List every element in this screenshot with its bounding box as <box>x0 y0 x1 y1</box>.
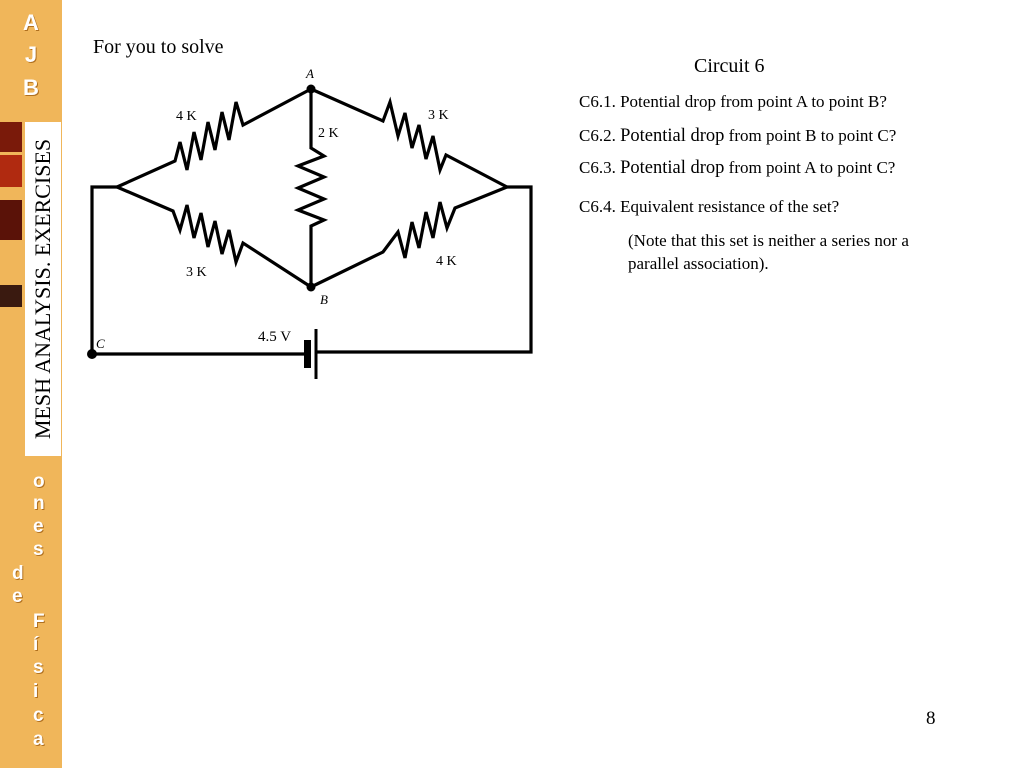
sidebar-letter: n <box>33 493 45 514</box>
question-text: from point B to point C? <box>724 126 897 145</box>
node-c-label: C <box>96 336 105 351</box>
resistor-top-right <box>310 87 508 189</box>
question-note: (Note that this set is neither a series … <box>628 231 909 273</box>
question-lead: Potential drop <box>620 126 725 146</box>
sidebar-letter: e <box>12 586 23 607</box>
source-voltage-label: 4.5 V <box>258 329 291 345</box>
question-4: C6.4. Equivalent resistance of the set? <box>579 197 839 217</box>
question-text: Equivalent resistance of the set? <box>620 197 840 216</box>
question-number: C6.1. <box>579 92 616 111</box>
resistor-bottom-left <box>116 185 312 289</box>
resistor-bottom-left-label: 3 K <box>186 265 207 280</box>
resistor-top-left <box>116 87 312 189</box>
question-2: C6.2. Potential drop from point B to poi… <box>579 126 896 147</box>
question-1: C6.1. Potential drop from point A to poi… <box>579 92 887 112</box>
question-number: C6.2. <box>579 126 616 145</box>
sidebar-letter: i <box>33 681 39 702</box>
node-a-dot <box>306 84 316 94</box>
sidebar: A J B MESH ANALYSIS. EXERCISES o n e s d… <box>0 0 62 768</box>
wire-right <box>316 185 533 354</box>
resistor-bottom-right <box>310 185 508 289</box>
sidebar-photo-1 <box>0 122 22 152</box>
circuit-title: Circuit 6 <box>694 55 765 77</box>
node-b-label: B <box>320 292 328 307</box>
brand-letter-j: J <box>24 42 38 67</box>
question-lead: Potential drop <box>620 158 725 178</box>
resistor-top-right-label: 3 K <box>428 108 449 123</box>
sidebar-letter: F <box>33 611 45 632</box>
resistor-bottom-right-label: 4 K <box>436 254 457 269</box>
battery-positive-plate <box>314 329 318 379</box>
battery-negative-plate <box>304 340 311 368</box>
question-text: from point A to point C? <box>724 158 896 177</box>
sidebar-letter: d <box>12 563 24 584</box>
sidebar-photo-4 <box>0 285 22 307</box>
sidebar-letter: s <box>33 657 44 678</box>
resistor-top-left-label: 4 K <box>176 109 197 124</box>
sidebar-letter: s <box>33 539 44 560</box>
question-number: C6.3. <box>579 158 616 177</box>
resistor-middle-label: 2 K <box>318 126 339 141</box>
question-3: C6.3. Potential drop from point A to poi… <box>579 158 895 179</box>
question-text: Potential drop from point A to point B? <box>620 92 887 111</box>
wire-left <box>90 185 117 354</box>
question-number: C6.4. <box>579 197 616 216</box>
prompt-text: For you to solve <box>93 36 224 58</box>
brand-letter-a: A <box>23 10 39 35</box>
sidebar-photo-2 <box>0 155 22 187</box>
node-c-dot <box>87 349 97 359</box>
sidebar-letter: c <box>33 705 44 726</box>
section-title-tab: MESH ANALYSIS. EXERCISES <box>25 122 61 456</box>
sidebar-letter: a <box>33 729 44 750</box>
sidebar-letter: e <box>33 516 44 537</box>
sidebar-letter: í <box>33 634 39 655</box>
sidebar-letter: o <box>33 471 45 492</box>
sidebar-photo-3 <box>0 200 22 240</box>
resistor-middle <box>293 89 329 287</box>
brand-letter-b: B <box>23 75 39 100</box>
node-a-label: A <box>305 66 314 81</box>
page-number: 8 <box>926 708 936 729</box>
node-b-dot <box>306 282 316 292</box>
